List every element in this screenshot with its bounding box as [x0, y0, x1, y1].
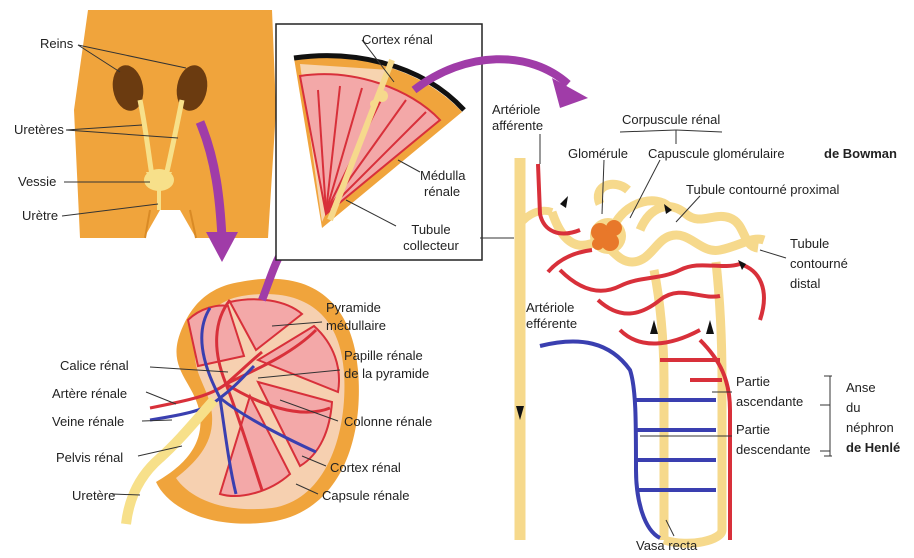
label-capsule-glomerulaire: Capuscule glomérulaire — [648, 146, 785, 161]
label-reins: Reins — [40, 36, 73, 51]
label-veine-renale: Veine rénale — [52, 414, 124, 429]
label-ureteres: Uretères — [14, 122, 64, 137]
label-calice-renal: Calice rénal — [60, 358, 129, 373]
label-arteriole-efferente-1: Artériole — [526, 300, 574, 315]
label-tubule-distal-2: contourné — [790, 256, 848, 271]
label-cortex-renal-top: Cortex rénal — [362, 32, 433, 47]
label-de-bowman: de Bowman — [824, 146, 897, 161]
label-colonne-renale: Colonne rénale — [344, 414, 432, 429]
label-pelvis-renal: Pelvis rénal — [56, 450, 123, 465]
label-corpuscule-renal: Corpuscule rénal — [622, 112, 720, 127]
label-arteriole-afferente-2: afférente — [492, 118, 543, 133]
label-pyramide-2: médullaire — [326, 318, 386, 333]
label-partie-ascendante-2: ascendante — [736, 394, 803, 409]
label-anse-3: néphron — [846, 420, 894, 435]
label-vasa-recta: Vasa recta — [636, 538, 697, 553]
label-uretre: Urètre — [22, 208, 58, 223]
label-artere-renale: Artère rénale — [52, 386, 127, 401]
label-tubule-collecteur-1: Tubule — [396, 222, 466, 237]
label-partie-descendante-2: descendante — [736, 442, 810, 457]
label-vessie: Vessie — [18, 174, 56, 189]
label-papille-1: Papille rénale — [344, 348, 423, 363]
torso-illustration — [62, 10, 276, 238]
label-medulla-2: rénale — [424, 184, 460, 199]
label-pyramide-1: Pyramide — [326, 300, 381, 315]
glomerulus — [590, 218, 626, 254]
label-arteriole-efferente-2: efférente — [526, 316, 577, 331]
label-tubule-proximal: Tubule contourné proximal — [686, 182, 839, 197]
label-anse-1: Anse — [846, 380, 876, 395]
label-tubule-collecteur-2: collecteur — [396, 238, 466, 253]
label-papille-2: de la pyramide — [344, 366, 429, 381]
label-glomerule: Glomérule — [568, 146, 628, 161]
label-de-henle: de Henlé — [846, 440, 900, 455]
label-uretere: Uretère — [72, 488, 115, 503]
label-capsule-renale: Capsule rénale — [322, 488, 409, 503]
label-partie-ascendante-1: Partie — [736, 374, 770, 389]
label-tubule-distal-3: distal — [790, 276, 820, 291]
label-arteriole-afferente-1: Artériole — [492, 102, 540, 117]
label-anse-2: du — [846, 400, 860, 415]
label-cortex-renal-bottom: Cortex rénal — [330, 460, 401, 475]
label-medulla-1: Médulla — [420, 168, 466, 183]
label-partie-descendante-1: Partie — [736, 422, 770, 437]
label-tubule-distal-1: Tubule — [790, 236, 829, 251]
